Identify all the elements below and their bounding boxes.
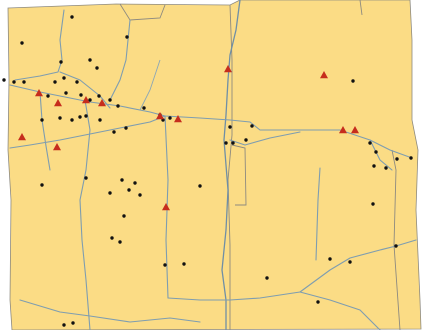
location-dot bbox=[265, 276, 269, 280]
location-dot bbox=[71, 321, 75, 325]
location-dot bbox=[374, 150, 378, 154]
location-dot bbox=[244, 138, 248, 142]
road-network bbox=[9, 9, 417, 330]
location-dot bbox=[78, 115, 82, 119]
red-triangle-marker bbox=[35, 89, 43, 97]
location-dot bbox=[64, 91, 68, 95]
location-dot bbox=[75, 80, 79, 84]
location-dot bbox=[228, 125, 232, 129]
location-dot bbox=[124, 126, 128, 130]
location-dot bbox=[328, 257, 332, 261]
location-dot bbox=[58, 116, 62, 120]
red-triangle-marker bbox=[53, 143, 61, 151]
location-dot bbox=[108, 98, 112, 102]
location-dot bbox=[372, 164, 376, 168]
location-dot bbox=[138, 193, 142, 197]
location-dot bbox=[371, 202, 375, 206]
location-dot bbox=[231, 141, 235, 145]
location-dot bbox=[250, 124, 254, 128]
location-dot bbox=[110, 236, 114, 240]
location-dot bbox=[409, 156, 413, 160]
red-triangle-marker bbox=[18, 133, 26, 141]
red-triangle-marker bbox=[156, 112, 164, 120]
location-dot bbox=[46, 94, 50, 98]
location-dot bbox=[163, 263, 167, 267]
location-dot bbox=[133, 181, 137, 185]
location-dot bbox=[120, 178, 124, 182]
location-dot bbox=[22, 80, 26, 84]
red-triangle-marker bbox=[98, 99, 106, 107]
location-dot bbox=[88, 98, 92, 102]
location-dot bbox=[395, 157, 399, 161]
location-dot bbox=[168, 116, 172, 120]
location-dot bbox=[12, 80, 16, 84]
location-dot bbox=[127, 188, 131, 192]
location-dot bbox=[59, 60, 63, 64]
location-dot bbox=[182, 262, 186, 266]
location-dot bbox=[97, 94, 101, 98]
location-dot bbox=[351, 79, 355, 83]
location-dot bbox=[108, 191, 112, 195]
red-triangle-marker bbox=[351, 126, 359, 134]
location-dot bbox=[79, 93, 83, 97]
location-dot bbox=[70, 15, 74, 19]
location-dot bbox=[95, 66, 99, 70]
location-dot bbox=[98, 118, 102, 122]
location-dot bbox=[20, 41, 24, 45]
location-dot bbox=[368, 141, 372, 145]
location-dot bbox=[84, 176, 88, 180]
location-dot bbox=[112, 130, 116, 134]
red-triangle-marker bbox=[162, 203, 170, 211]
location-dot bbox=[88, 58, 92, 62]
red-triangle-marker bbox=[82, 96, 90, 104]
location-dot bbox=[224, 141, 228, 145]
red-triangle-markers bbox=[18, 65, 359, 211]
location-dot bbox=[118, 240, 122, 244]
location-dot bbox=[62, 323, 66, 327]
location-dot bbox=[40, 183, 44, 187]
location-dot bbox=[125, 35, 129, 39]
location-dot bbox=[142, 106, 146, 110]
location-dot bbox=[122, 214, 126, 218]
red-triangle-marker bbox=[174, 115, 182, 123]
location-dot bbox=[2, 78, 6, 82]
location-dot bbox=[198, 184, 202, 188]
county-land bbox=[7, 0, 422, 330]
location-dot bbox=[40, 118, 44, 122]
location-dot bbox=[53, 80, 57, 84]
location-dot bbox=[316, 300, 320, 304]
location-dot bbox=[116, 104, 120, 108]
red-triangle-marker bbox=[339, 126, 347, 134]
location-dots bbox=[2, 15, 413, 327]
red-triangle-marker bbox=[54, 99, 62, 107]
location-dot bbox=[348, 260, 352, 264]
location-dot bbox=[62, 76, 66, 80]
location-dot bbox=[394, 244, 398, 248]
red-triangle-marker bbox=[320, 71, 328, 79]
river bbox=[221, 0, 241, 330]
location-dot bbox=[384, 166, 388, 170]
red-triangle-marker bbox=[224, 65, 232, 73]
location-dot bbox=[70, 118, 74, 122]
location-dot bbox=[84, 114, 88, 118]
